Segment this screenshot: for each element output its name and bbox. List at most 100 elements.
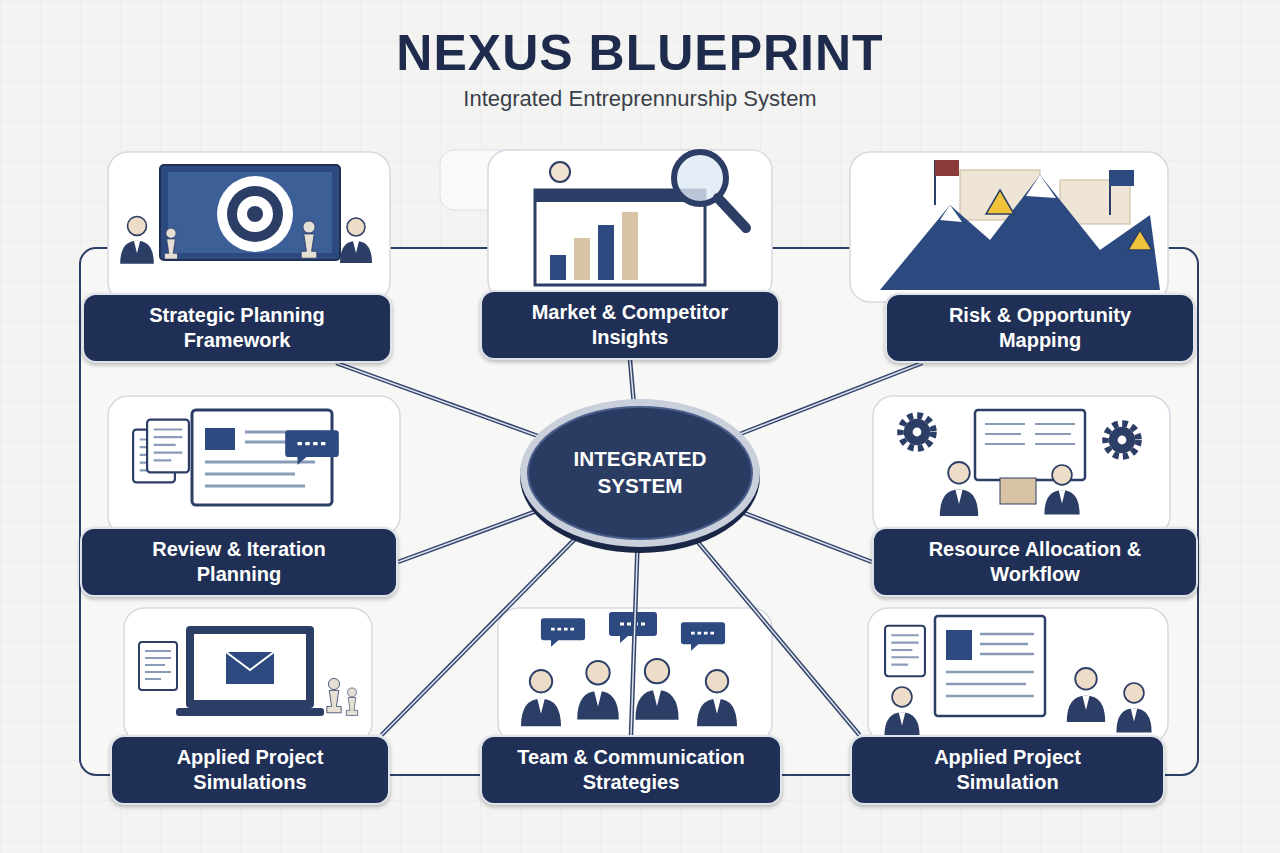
connector-line — [630, 360, 634, 401]
module-label: Resource Allocation & Workflow — [910, 537, 1160, 587]
card-simulations — [124, 608, 372, 743]
illustration-part — [622, 212, 638, 280]
module-label: Team & Communication Strategies — [506, 745, 756, 795]
illustration-part — [884, 687, 919, 737]
connector-line — [336, 363, 538, 436]
illustration-part — [1067, 668, 1105, 722]
connector-inner — [398, 510, 539, 562]
card-simulation — [868, 608, 1168, 743]
module-label: Risk & Opportunity Mapping — [915, 303, 1165, 353]
hub-face — [528, 407, 752, 539]
illustration-part — [940, 175, 1056, 222]
hub-rim — [520, 399, 760, 547]
illustration-part — [940, 462, 978, 516]
connector-inner — [740, 511, 872, 562]
illustration-part — [550, 255, 566, 280]
illustration-part — [120, 217, 154, 264]
module-label: Strategic Planning Framework — [112, 303, 362, 353]
illustration-part — [1000, 478, 1036, 504]
illustration-part — [935, 160, 959, 176]
illustration-part — [160, 165, 340, 260]
illustration-part — [885, 626, 925, 676]
illustration-part — [535, 190, 705, 285]
module-label: Review & Iteration Planning — [114, 537, 364, 587]
module-label: Applied Project Simulations — [125, 745, 375, 795]
card-market — [488, 150, 772, 300]
connector-inner — [382, 535, 580, 735]
illustration-part — [226, 652, 274, 670]
illustration-part — [139, 642, 177, 690]
hub-ellipse: INTEGRATED SYSTEM — [518, 393, 762, 553]
illustration-part — [1110, 170, 1134, 186]
illustration-part — [850, 152, 1168, 302]
illustration-part — [237, 196, 273, 232]
illustration-part — [285, 430, 339, 465]
system-frame — [80, 248, 1198, 775]
subtitle: Integrated Entreprennurship System — [463, 86, 816, 111]
illustration-part — [1128, 230, 1152, 250]
illustration-part — [681, 622, 725, 651]
illustration-part — [946, 630, 972, 660]
card-strategic — [108, 152, 390, 302]
illustration-part — [194, 634, 306, 700]
hub-label: INTEGRATED SYSTEM — [540, 446, 740, 500]
module-box: Strategic Planning Framework — [82, 293, 392, 363]
illustration-part — [635, 659, 678, 720]
illustration-part — [176, 708, 324, 716]
module-box: Market & Competitor Insights — [480, 290, 780, 360]
connector-inner — [739, 363, 922, 434]
illustration-part — [165, 228, 178, 259]
illustration-part — [124, 608, 372, 743]
card-risk — [850, 152, 1168, 302]
card-review — [108, 396, 400, 536]
illustration-part — [227, 186, 283, 242]
illustration-part — [521, 670, 561, 726]
module-box: Review & Iteration Planning — [80, 527, 398, 597]
subtitle-block: Integrated Entreprennurship System — [0, 86, 1280, 112]
illustration-part — [346, 688, 358, 716]
illustration-part — [873, 396, 1170, 536]
connector — [740, 511, 872, 562]
module-box: Applied Project Simulation — [850, 735, 1165, 805]
illustration-part — [340, 218, 372, 263]
connector-inner — [336, 363, 538, 436]
illustration-part — [247, 206, 263, 222]
module-box: Risk & Opportunity Mapping — [885, 293, 1195, 363]
illustration-part — [147, 420, 189, 473]
connector-line — [398, 510, 539, 562]
title: NEXUS BLUEPRINT — [396, 25, 883, 81]
module-label: Market & Competitor Insights — [505, 300, 755, 350]
card-resource — [873, 396, 1170, 536]
illustration-part — [205, 428, 235, 450]
illustration-part — [880, 175, 1160, 290]
illustration-part — [1044, 465, 1079, 515]
illustration-part — [541, 618, 585, 647]
illustration-part — [108, 152, 390, 302]
module-box: Applied Project Simulations — [110, 735, 390, 805]
module-box: Team & Communication Strategies — [480, 735, 782, 805]
illustration-part — [226, 652, 274, 684]
illustration-part — [192, 410, 332, 505]
module-label: Applied Project Simulation — [883, 745, 1133, 795]
illustration-part — [901, 416, 934, 449]
connector — [739, 363, 922, 434]
connector-line — [631, 545, 638, 735]
connector — [694, 537, 860, 735]
connector — [631, 545, 638, 735]
illustration-part — [108, 396, 400, 536]
connector — [382, 535, 580, 735]
illustration-part — [598, 225, 614, 280]
hub-shape — [518, 393, 762, 553]
connector-inner — [631, 545, 638, 735]
illustration-part — [488, 150, 772, 300]
illustration-part — [986, 190, 1014, 214]
connector-line — [694, 537, 860, 735]
connector-line — [382, 535, 580, 735]
illustration-part — [574, 238, 590, 280]
illustration-part — [217, 176, 293, 252]
connector — [630, 360, 634, 401]
connector-inner — [630, 360, 634, 401]
illustration-part — [550, 162, 570, 182]
